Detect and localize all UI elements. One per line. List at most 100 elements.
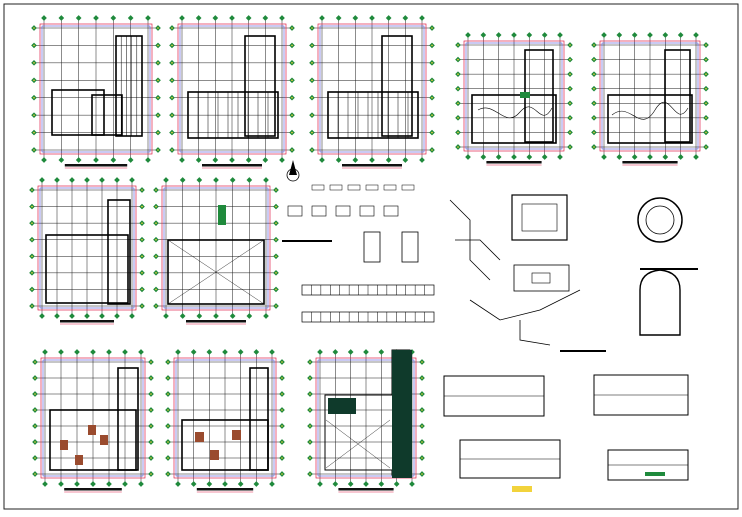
blue-frame-line [39, 187, 135, 309]
axis-marker-dot [171, 79, 173, 82]
axis-marker-icon [526, 32, 533, 38]
detail-title-bar [560, 350, 606, 352]
axis-marker-icon [647, 32, 653, 38]
axis-marker-dot [569, 131, 571, 134]
wall-outline [45, 234, 129, 304]
axis-marker-dot [34, 473, 36, 475]
axis-marker-dot [291, 149, 293, 151]
axis-marker-icon [195, 157, 202, 163]
axis-marker-dot [569, 73, 571, 75]
axis-marker-dot [311, 79, 313, 82]
axis-marker-dot [171, 27, 173, 29]
axis-marker-dot [309, 473, 311, 475]
wall-outline [167, 239, 265, 305]
axis-marker-icon [122, 349, 128, 355]
axis-marker-dot [275, 189, 277, 191]
axis-marker-dot [431, 114, 433, 116]
axis-marker-dot [157, 79, 159, 82]
axis-marker-icon [129, 177, 135, 183]
axis-marker-icon [69, 313, 75, 319]
red-frame-line [161, 185, 271, 311]
detail-symbol [401, 184, 415, 191]
wall-outline [381, 35, 413, 137]
axis-marker-icon [122, 481, 128, 487]
axis-marker-dot [34, 393, 36, 395]
axis-marker-icon [196, 313, 203, 319]
axis-marker-dot [31, 189, 33, 191]
axis-marker-dot [593, 117, 595, 119]
axis-marker-dot [421, 473, 423, 475]
axis-marker-icon [352, 157, 359, 163]
axis-marker-icon [138, 481, 144, 487]
axis-marker-icon [317, 349, 323, 355]
axis-marker-dot [291, 79, 293, 82]
detail-symbol [383, 184, 397, 191]
plan-title-bar [60, 320, 114, 323]
axis-marker-icon [110, 157, 117, 163]
axis-marker-icon [347, 481, 354, 487]
axis-marker-icon [163, 313, 169, 319]
septic-tank-plan [637, 197, 683, 243]
red-frame-line [599, 40, 701, 152]
isometric-pipe-line [455, 239, 501, 261]
footing-detail [401, 231, 419, 263]
blue-frame-line [179, 25, 285, 153]
axis-marker-icon [480, 154, 487, 160]
axis-marker-dot [705, 58, 707, 61]
axis-marker-dot [275, 238, 277, 241]
plan-title-bar [186, 320, 246, 323]
green-ground-marker [645, 472, 665, 476]
axis-marker-icon [222, 349, 228, 355]
axis-marker-dot [157, 27, 159, 29]
foundation-beam-plan [169, 15, 295, 169]
axis-marker-dot [141, 222, 143, 224]
axis-marker-dot [311, 44, 313, 47]
axis-marker-icon [229, 177, 236, 183]
axis-marker-dot [33, 131, 35, 134]
blue-frame-line [42, 359, 144, 477]
column-section-detail [311, 205, 327, 217]
axis-marker-icon [269, 481, 275, 487]
axis-marker-icon [631, 32, 638, 38]
axis-marker-dot [311, 114, 313, 116]
axis-marker-icon [74, 481, 80, 487]
detail-symbol [347, 184, 361, 191]
blue-frame-line [465, 42, 563, 150]
axis-marker-dot [291, 131, 293, 134]
axis-marker-dot [421, 457, 423, 459]
furniture-block [210, 450, 219, 460]
yellow-ground-marker [512, 486, 532, 492]
axis-marker-dot [33, 96, 35, 99]
axis-marker-dot [141, 205, 143, 208]
tank-section-inner [531, 272, 551, 284]
axis-marker-dot [281, 393, 283, 395]
axis-marker-dot [431, 149, 433, 151]
axis-marker-icon [90, 349, 96, 355]
axis-marker-dot [31, 238, 33, 241]
red-frame-line [463, 40, 565, 152]
axis-marker-dot [167, 473, 169, 475]
axis-marker-icon [263, 177, 269, 183]
axis-marker-dot [457, 58, 459, 61]
axis-marker-icon [179, 313, 186, 319]
axis-marker-icon [99, 313, 105, 319]
axis-marker-dot [150, 441, 152, 443]
axis-marker-dot [291, 44, 293, 47]
axis-marker-icon [179, 177, 186, 183]
axis-marker-dot [309, 457, 311, 459]
axis-marker-dot [421, 377, 423, 379]
axis-marker-dot [705, 131, 707, 134]
axis-marker-icon [662, 154, 669, 160]
axis-marker-dot [167, 361, 169, 363]
axis-marker-icon [190, 481, 197, 487]
axis-marker-icon [246, 177, 253, 183]
axis-marker-dot [421, 425, 423, 427]
septic-detail-group [637, 197, 698, 336]
axis-marker-dot [457, 87, 459, 90]
wall-outline [51, 89, 105, 136]
axis-marker-dot [141, 189, 143, 191]
axis-marker-icon [378, 481, 385, 487]
axis-marker-dot [593, 87, 595, 90]
plumbing-plan-2 [591, 32, 709, 166]
